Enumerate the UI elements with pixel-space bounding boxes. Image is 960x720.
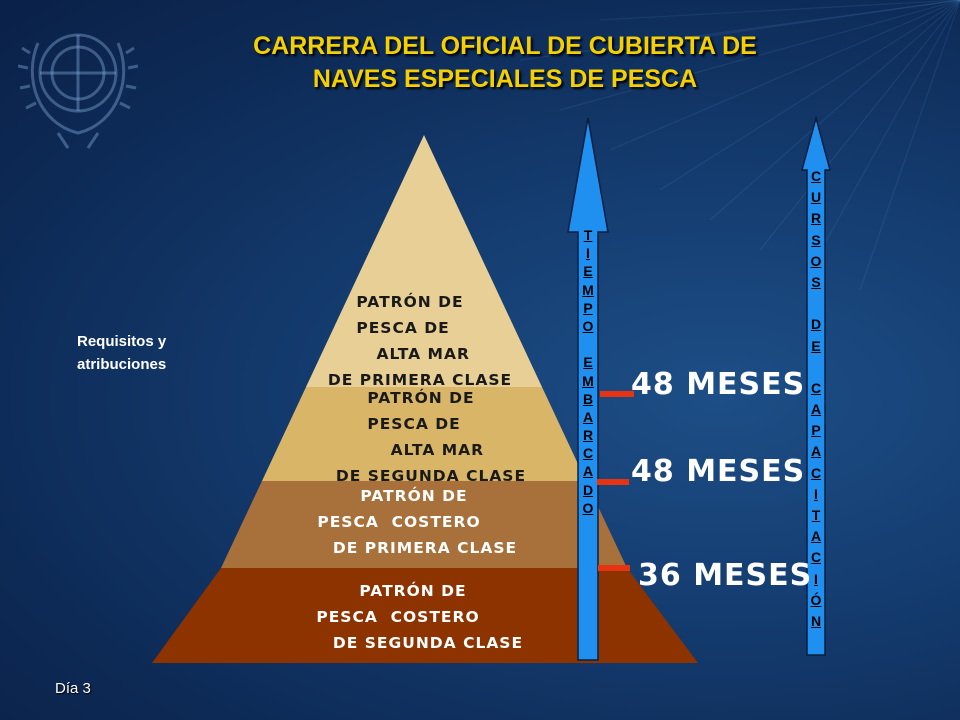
tiempo-letter: T bbox=[583, 227, 593, 243]
tick-48-meses-upper bbox=[600, 391, 634, 397]
duration-36-meses: 36 MESES bbox=[638, 558, 813, 593]
cursos-letter: U bbox=[810, 189, 822, 206]
level-2-line-2: PESCA DE bbox=[367, 415, 461, 433]
tiempo-letter: R bbox=[582, 427, 594, 444]
cursos-letter: N bbox=[810, 612, 822, 629]
duration-48-meses-lower: 48 MESES bbox=[631, 454, 806, 489]
pyramid-level-2-label: PATRÓN DE PESCA DE ALTA MAR DE SEGUNDA C… bbox=[306, 385, 556, 489]
cursos-letter: Ó bbox=[810, 591, 822, 608]
level-3-line-3: DE PRIMERA CLASE bbox=[332, 539, 518, 557]
level-4-line-3: DE SEGUNDA CLASE bbox=[332, 634, 524, 652]
tiempo-letter: E bbox=[583, 354, 593, 371]
level-4-line-1: PATRÓN DE bbox=[359, 582, 467, 600]
tiempo-letter: M bbox=[582, 281, 594, 298]
cursos-capacitacion-arrow bbox=[801, 115, 831, 656]
cursos-letter: A bbox=[810, 528, 822, 545]
tiempo-letter: M bbox=[582, 372, 594, 389]
cursos-letter: E bbox=[811, 337, 821, 354]
level-3-line-2: PESCA COSTERO bbox=[317, 513, 481, 531]
pyramid-level-1-shape bbox=[306, 135, 542, 387]
slide-title: CARRERA DEL OFICIAL DE CUBIERTA DE NAVES… bbox=[180, 30, 830, 96]
tick-48-meses-lower bbox=[597, 479, 629, 485]
footer-day: Día 3 bbox=[55, 680, 91, 697]
pyramid-level-1-label: PATRÓN DE PESCA DE ALTA MAR DE PRIMERA C… bbox=[300, 289, 540, 393]
cursos-letter: D bbox=[810, 316, 822, 333]
cursos-letter bbox=[807, 293, 825, 314]
level-1-line-1: PATRÓN DE bbox=[356, 293, 464, 311]
title-line-2: NAVES ESPECIALES DE PESCA bbox=[312, 65, 698, 93]
level-2-line-1: PATRÓN DE bbox=[367, 389, 475, 407]
requirements-label-line-1: Requisitos y bbox=[77, 333, 167, 350]
cursos-letter: I bbox=[814, 570, 818, 587]
cursos-letter: O bbox=[810, 252, 822, 269]
tiempo-letter: E bbox=[583, 263, 593, 280]
cursos-letter: A bbox=[810, 443, 822, 460]
tiempo-letter: C bbox=[582, 445, 594, 462]
cursos-letter: S bbox=[811, 231, 821, 248]
cursos-letter: C bbox=[810, 168, 822, 184]
level-3-line-1: PATRÓN DE bbox=[360, 487, 468, 505]
level-1-line-4: DE PRIMERA CLASE bbox=[327, 371, 513, 389]
tiempo-letter: D bbox=[582, 481, 594, 498]
tiempo-letter: O bbox=[582, 317, 594, 334]
tiempo-letter: A bbox=[582, 463, 594, 480]
title-line-1: CARRERA DEL OFICIAL DE CUBIERTA DE bbox=[253, 32, 757, 60]
tiempo-letter bbox=[578, 335, 598, 353]
pyramid-level-2-shape bbox=[262, 387, 586, 481]
tiempo-letter: B bbox=[582, 390, 594, 407]
cursos-letter: C bbox=[810, 379, 822, 396]
level-2-line-3: ALTA MAR bbox=[377, 441, 485, 459]
cursos-letter: I bbox=[814, 485, 818, 502]
level-1-line-2: PESCA DE bbox=[356, 319, 450, 337]
tiempo-letter: P bbox=[583, 299, 593, 316]
pyramid-level-4-label: PATRÓN DE PESCA COSTERO DE SEGUNDA CLASE bbox=[303, 578, 553, 656]
cursos-letter: S bbox=[811, 273, 821, 290]
cursos-letter: C bbox=[810, 549, 822, 566]
pyramid-level-3-label: PATRÓN DE PESCA COSTERO DE PRIMERA CLASE bbox=[300, 483, 550, 561]
requirements-label-line-2: atribuciones bbox=[77, 356, 167, 373]
cursos-letter: C bbox=[810, 464, 822, 481]
cursos-letter: T bbox=[811, 507, 821, 523]
cursos-letter: A bbox=[810, 401, 822, 418]
tiempo-letter: O bbox=[582, 499, 594, 516]
level-1-line-3: ALTA MAR bbox=[370, 345, 470, 363]
cursos-letter bbox=[807, 357, 825, 378]
requirements-label: Requisitos y atribuciones bbox=[77, 330, 166, 376]
pyramid-level-4-shape bbox=[152, 568, 698, 663]
level-2-line-4: DE SEGUNDA CLASE bbox=[335, 467, 527, 485]
duration-48-meses-upper: 48 MESES bbox=[631, 367, 806, 402]
cursos-letter: P bbox=[811, 422, 821, 439]
tiempo-letter: I bbox=[586, 245, 590, 262]
tiempo-letter: A bbox=[582, 408, 594, 425]
level-4-line-2: PESCA COSTERO bbox=[316, 608, 480, 626]
cursos-letter: R bbox=[810, 210, 822, 227]
pyramid-level-3-shape bbox=[221, 481, 627, 568]
un-emblem-icon bbox=[18, 33, 138, 149]
tiempo-embarcado-arrow bbox=[567, 117, 609, 661]
tick-36-meses bbox=[598, 565, 630, 571]
